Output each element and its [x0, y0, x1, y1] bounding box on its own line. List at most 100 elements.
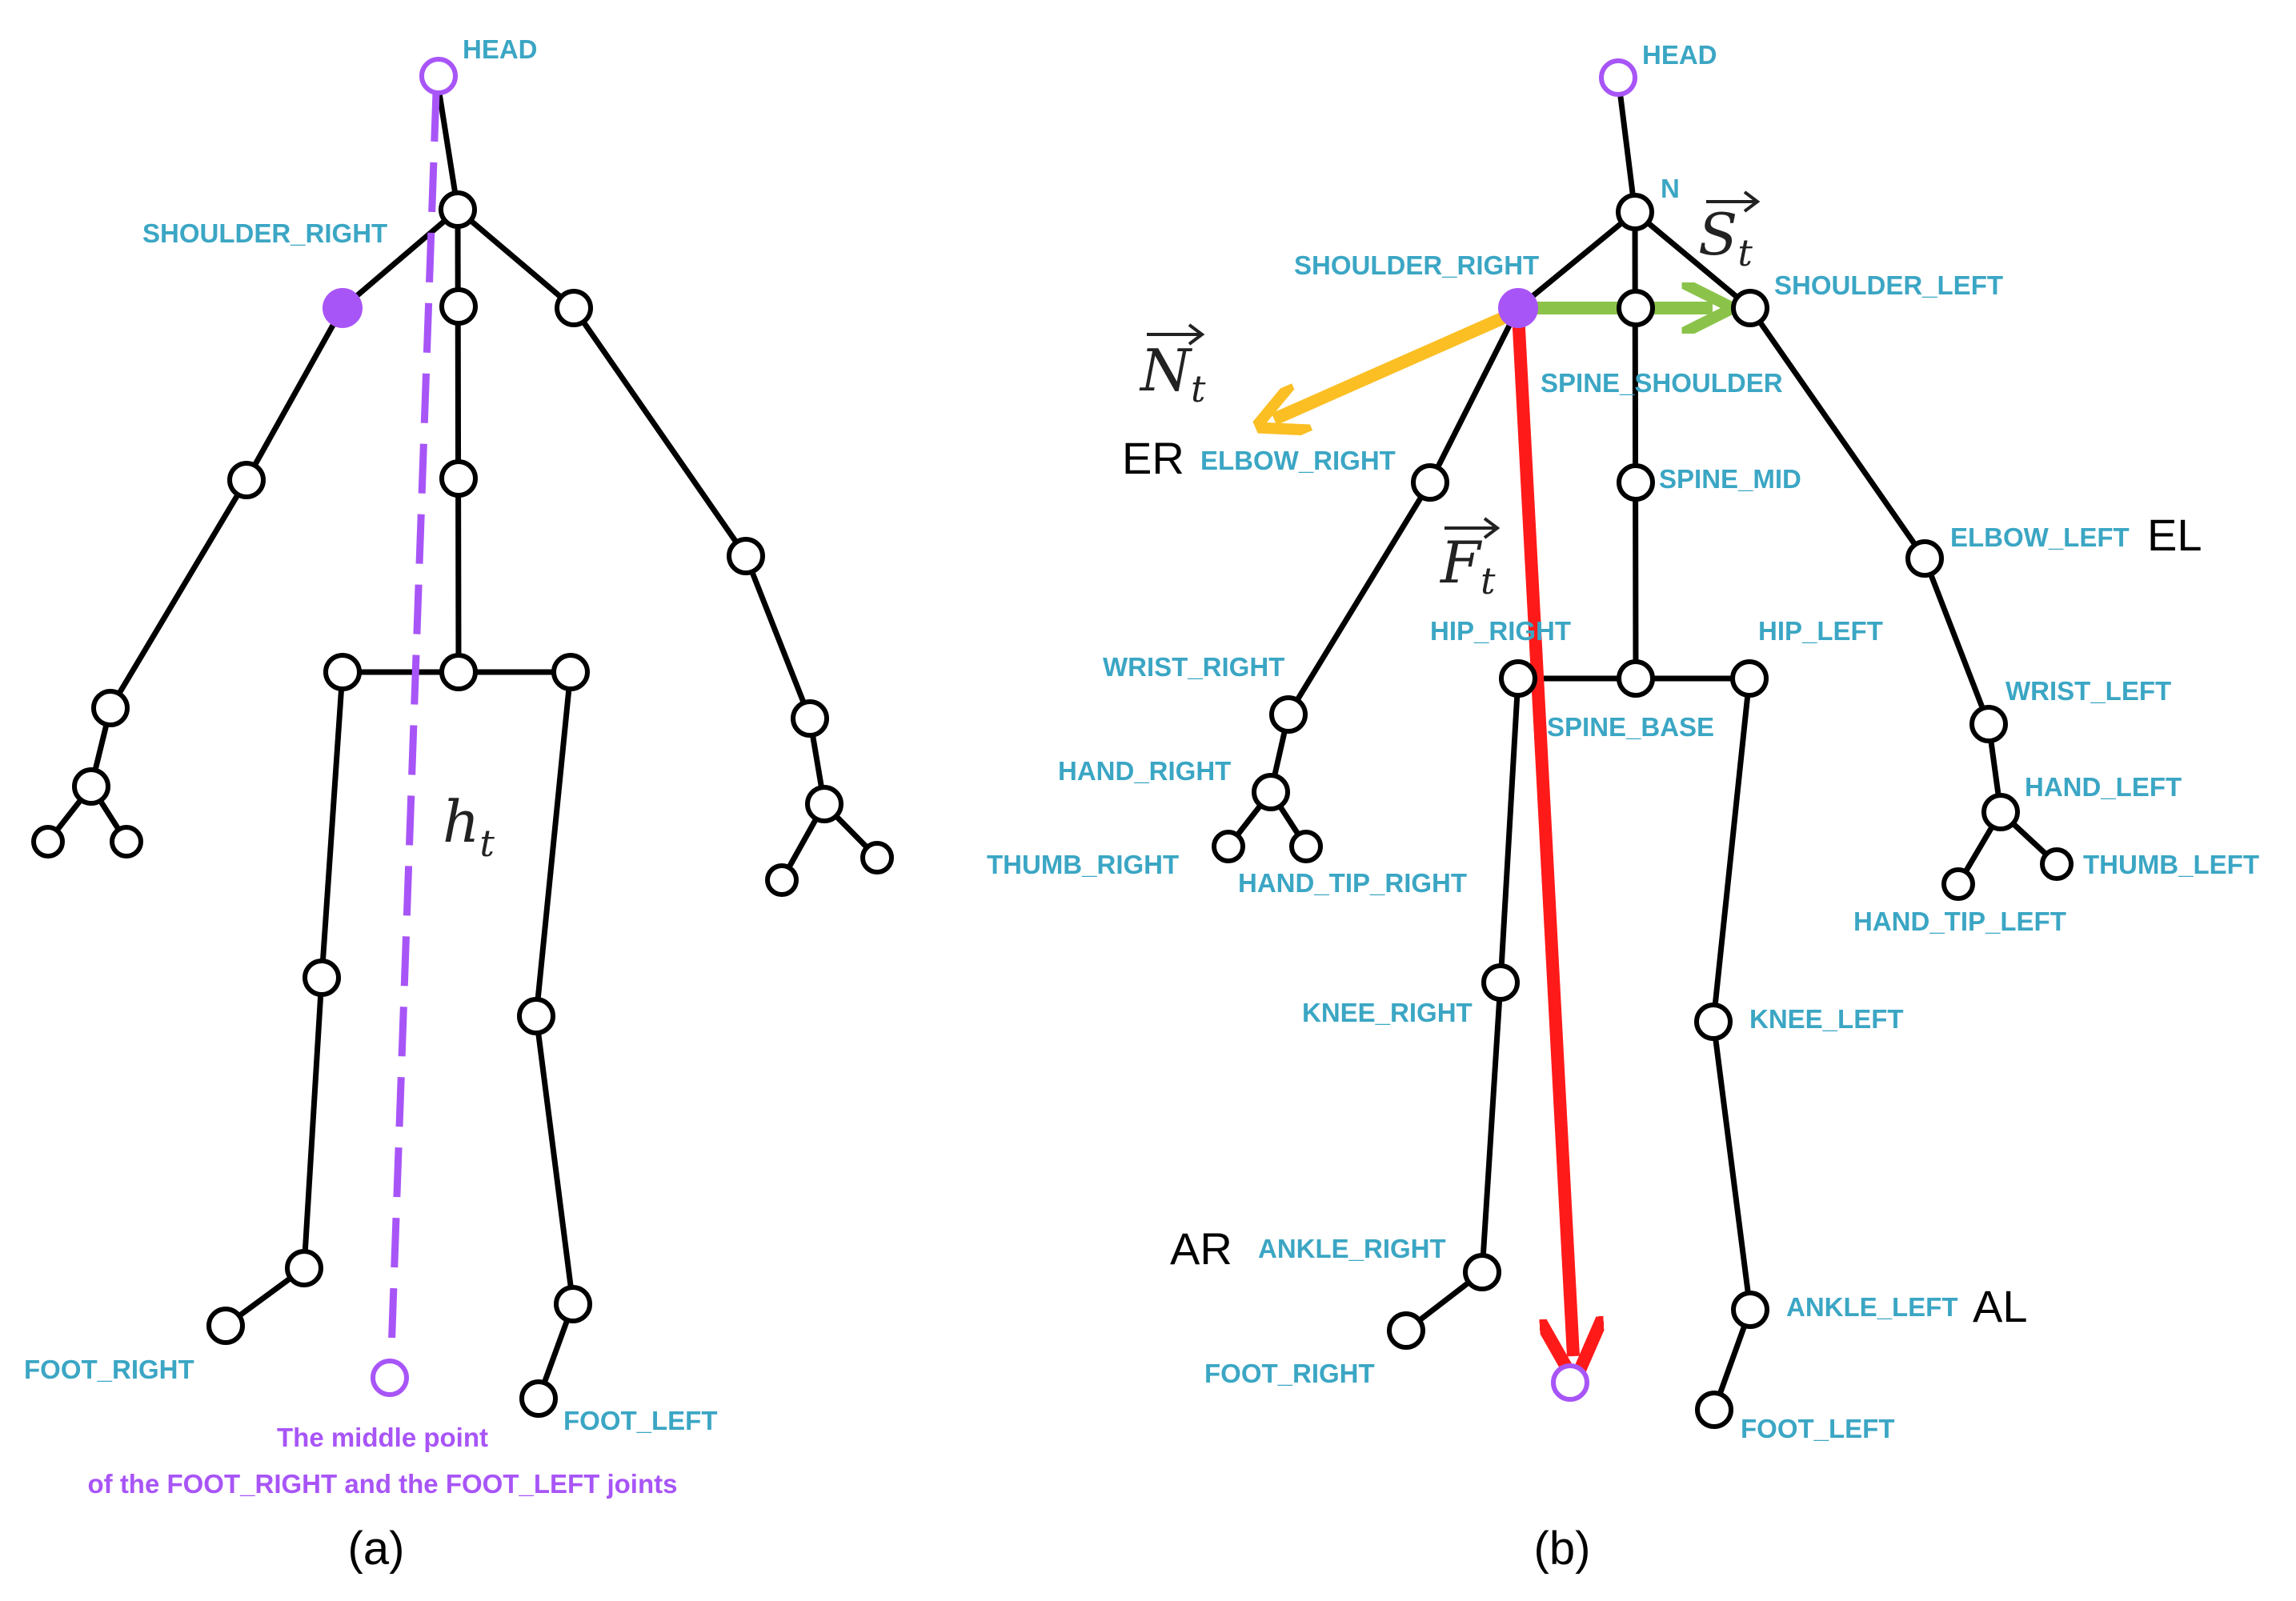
- hand-tip-left-joint: [765, 863, 799, 897]
- shoulder-right-joint: [1498, 288, 1538, 328]
- label-head: HEAD: [1642, 40, 1717, 70]
- hand-left-joint: [1981, 793, 2020, 831]
- ankle-left-joint: [554, 1285, 592, 1323]
- label-foot-right: FOOT_RIGHT: [24, 1355, 194, 1384]
- label-thumb-right: THUMB_RIGHT: [987, 850, 1179, 879]
- label-spine-mid: SPINE_MID: [1659, 464, 1801, 494]
- shoulder-left-joint: [555, 289, 593, 327]
- label-ankle-right: ANKLE_RIGHT: [1258, 1234, 1446, 1263]
- label-middle-point-line1: The middle point: [277, 1423, 488, 1452]
- hand-right-joint: [1252, 773, 1290, 811]
- hand-right-joint: [72, 767, 110, 806]
- thumb-left-joint: [2040, 847, 2074, 881]
- label-foot-left: FOOT_LEFT: [1741, 1414, 1895, 1443]
- hip-right-joint: [323, 653, 362, 691]
- label-foot-left: FOOT_LEFT: [563, 1406, 718, 1435]
- label-spine-shoulder: SPINE_SHOULDER: [1541, 368, 1783, 398]
- wrist-left-joint: [1969, 705, 2008, 743]
- hand-tip-right-joint: [110, 825, 143, 859]
- ankle-right-joint: [1463, 1253, 1501, 1291]
- neck-joint: [1616, 193, 1654, 231]
- foot-left-joint: [519, 1379, 558, 1418]
- abbrev-er: ER: [1122, 433, 1184, 483]
- foot-midpoint-joint: [1551, 1363, 1589, 1402]
- elbow-right-joint: [227, 461, 266, 499]
- vector-f-label: Ft: [1439, 517, 1501, 602]
- thumb-right-joint: [31, 825, 65, 859]
- hip-left-joint: [1730, 659, 1769, 698]
- hand-left-joint: [805, 785, 843, 823]
- foot-right-joint: [1387, 1311, 1425, 1350]
- ankle-right-joint: [285, 1249, 323, 1287]
- hand-tip-right-joint: [1289, 830, 1323, 863]
- label-elbow-right: ELBOW_RIGHT: [1200, 446, 1396, 475]
- label-middle-point-line2: of the FOOT_RIGHT and the FOOT_LEFT join…: [88, 1469, 678, 1499]
- label-shoulder-right: SHOULDER_RIGHT: [142, 218, 387, 248]
- spine-base-joint: [439, 653, 478, 691]
- elbow-left-joint: [727, 537, 765, 575]
- label-shoulder-right: SHOULDER_RIGHT: [1294, 250, 1539, 280]
- label-hand-tip-left: HAND_TIP_LEFT: [1853, 907, 2066, 936]
- label-knee-left: KNEE_LEFT: [1749, 1004, 1904, 1034]
- spine-shoulder-joint: [1617, 289, 1655, 327]
- head-joint: [419, 57, 458, 95]
- caption-a: (a): [348, 1523, 405, 1575]
- height-dashed-line: [387, 91, 440, 1353]
- wrist-right-joint: [91, 689, 130, 727]
- vector-f-arrow: [1512, 313, 1573, 1356]
- wrist-right-joint: [1269, 695, 1308, 734]
- label-hand-tip-right: HAND_TIP_RIGHT: [1238, 868, 1467, 898]
- label-elbow-left: ELBOW_LEFT: [1950, 522, 2130, 552]
- knee-right-joint: [1481, 963, 1520, 1002]
- hip-left-joint: [551, 653, 590, 691]
- spine-shoulder-joint: [439, 190, 477, 229]
- thumb-left-joint: [860, 841, 894, 875]
- panel-a-bones: [45, 85, 880, 1402]
- foot-left-joint: [1695, 1391, 1733, 1429]
- svg-text:Nt: Nt: [1139, 337, 1206, 410]
- label-thumb-left: THUMB_LEFT: [2083, 850, 2259, 879]
- height-symbol: ht: [443, 788, 495, 865]
- foot-right-joint: [206, 1307, 245, 1345]
- vector-s-label: St: [1698, 190, 1761, 274]
- label-spine-base: SPINE_BASE: [1547, 712, 1714, 742]
- label-head: HEAD: [463, 34, 538, 64]
- abbrev-ar: AR: [1170, 1223, 1232, 1274]
- head-joint: [1599, 58, 1637, 97]
- wrist-left-joint: [791, 699, 829, 738]
- vector-n-arrow: [1274, 306, 1520, 419]
- foot-midpoint-joint: [371, 1359, 409, 1397]
- abbrev-al: AL: [1973, 1281, 2028, 1331]
- label-foot-right: FOOT_RIGHT: [1204, 1359, 1375, 1388]
- shoulder-left-joint: [1731, 289, 1769, 327]
- svg-text:Ft: Ft: [1439, 529, 1496, 602]
- label-hand-right: HAND_RIGHT: [1058, 756, 1231, 786]
- ankle-left-joint: [1731, 1291, 1769, 1329]
- thumb-right-joint: [1212, 830, 1245, 863]
- neck-joint: [439, 287, 478, 326]
- abbrev-el: EL: [2147, 510, 2202, 560]
- panel-b: HEAD N SHOULDER_RIGHT SHOULDER_LEFT SPIN…: [987, 40, 2259, 1575]
- label-wrist-right: WRIST_RIGHT: [1103, 652, 1284, 682]
- label-knee-right: KNEE_RIGHT: [1302, 998, 1473, 1027]
- panel-b-joints: [1212, 58, 2074, 1429]
- label-hand-left: HAND_LEFT: [2025, 772, 2182, 802]
- elbow-left-joint: [1905, 539, 1944, 578]
- label-neck: N: [1661, 174, 1680, 203]
- label-ankle-left: ANKLE_LEFT: [1786, 1292, 1958, 1322]
- svg-text:St: St: [1698, 201, 1753, 274]
- label-hip-right: HIP_RIGHT: [1430, 616, 1571, 646]
- panel-a-joints: [31, 57, 894, 1418]
- knee-left-joint: [517, 997, 555, 1035]
- hand-tip-left-joint: [1941, 867, 1975, 901]
- spine-mid-joint: [439, 459, 478, 498]
- vector-n-label: Nt: [1139, 323, 1206, 410]
- knee-left-joint: [1694, 1003, 1733, 1041]
- label-shoulder-left: SHOULDER_LEFT: [1774, 270, 2003, 300]
- label-hip-left: HIP_LEFT: [1758, 616, 1883, 646]
- caption-b: (b): [1534, 1523, 1591, 1575]
- panel-a: HEAD SHOULDER_RIGHT FOOT_RIGHT FOOT_LEFT…: [24, 34, 894, 1575]
- spine-base-joint: [1617, 659, 1655, 698]
- shoulder-right-joint: [323, 288, 363, 328]
